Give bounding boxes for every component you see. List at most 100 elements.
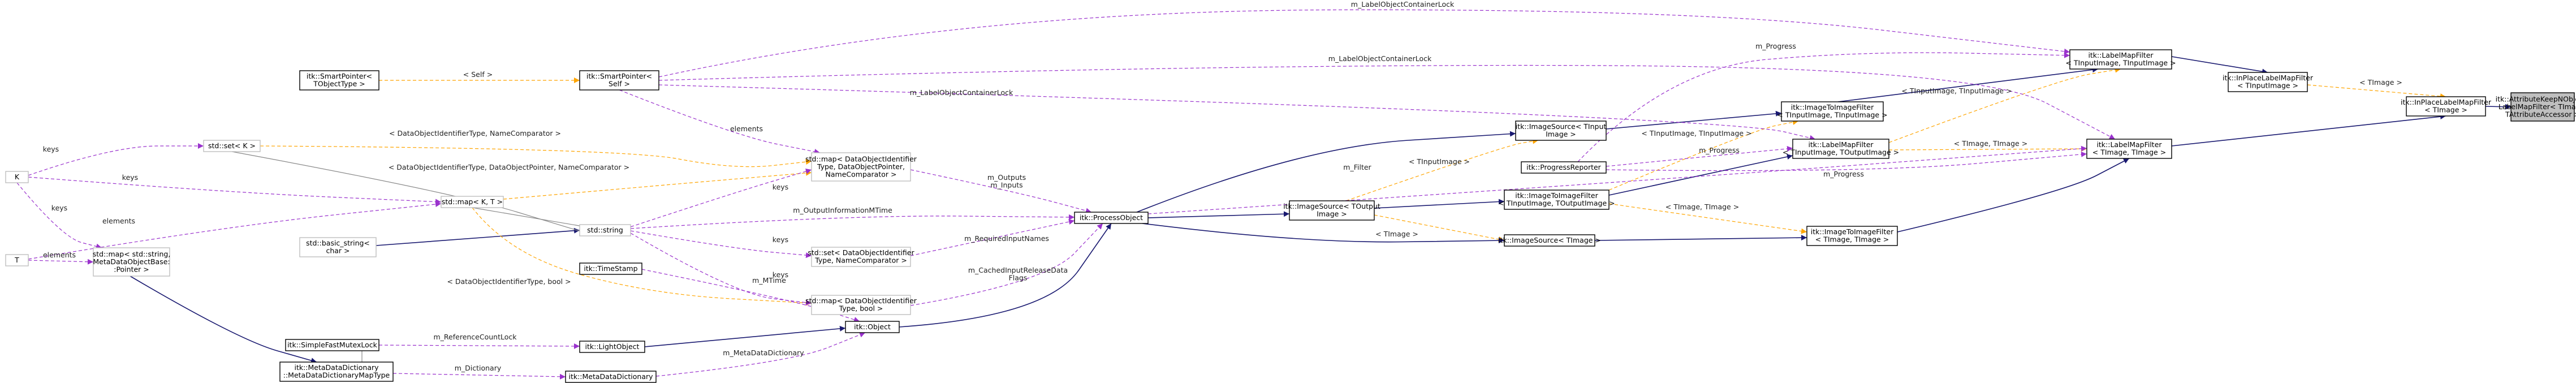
edge-usage-t-to-map_kt bbox=[28, 201, 442, 260]
edge-label: m_Dictionary bbox=[455, 364, 502, 372]
class-node-box bbox=[5, 171, 29, 183]
class-node-label: itk::ImageToImageFilter bbox=[1791, 103, 1874, 111]
edge-usage-map_bool-to-procobj bbox=[910, 223, 1103, 306]
class-node-box bbox=[299, 70, 379, 91]
edge-template-map_kt-to-map_dobj bbox=[503, 170, 812, 200]
class-node-label: Image > bbox=[1317, 210, 1347, 218]
class-node-label: < TImage, TImage > bbox=[1815, 235, 1889, 244]
edge-inherit-procobj-to-is_out bbox=[1147, 211, 1290, 218]
class-node-lmf_t[interactable]: itk::LabelMapFilter< TImage, TImage > bbox=[2086, 139, 2172, 159]
class-node-box bbox=[579, 341, 645, 353]
class-node-label: itk::TimeStamp bbox=[584, 264, 637, 273]
class-node-smartptr_t[interactable]: itk::SmartPointer<TObjectType > bbox=[299, 70, 379, 91]
class-node-itif_inout[interactable]: itk::ImageToImageFilter< TInputImage, TO… bbox=[1498, 190, 1615, 210]
class-node-attr: itk::AttributeKeepNObjectsLabelMapFilter… bbox=[2496, 92, 2576, 122]
class-node-box bbox=[1792, 139, 1889, 159]
class-node-k[interactable]: K bbox=[5, 171, 29, 183]
edge-inherit-lightobj-to-object bbox=[644, 325, 846, 347]
class-node-box bbox=[2228, 72, 2308, 92]
class-node-basic_string[interactable]: std::basic_string<char > bbox=[299, 237, 377, 257]
edge-usage-string-to-set_dobj bbox=[630, 230, 812, 259]
edge-label: elements bbox=[102, 217, 135, 225]
class-node-label: itk::LightObject bbox=[585, 342, 640, 351]
class-node-inplace1[interactable]: itk::InPlaceLabelMapFilter< TInputImage … bbox=[2223, 72, 2314, 92]
class-node-label: MetaDataObjectBase: bbox=[93, 257, 170, 266]
class-node-label: Type, DataObjectPointer, bbox=[817, 162, 905, 171]
class-node-label: ::MetaDataDictionaryMapType bbox=[283, 371, 390, 380]
class-node-label: itk::ImageSource< TOutput bbox=[1283, 202, 1380, 210]
class-node-box bbox=[579, 224, 631, 236]
class-node-map_bool[interactable]: std::map< DataObjectIdentifierType, bool… bbox=[805, 295, 917, 315]
class-node-string[interactable]: std::string bbox=[579, 224, 631, 236]
class-node-object[interactable]: itk::Object bbox=[845, 321, 900, 333]
class-node-set_k[interactable]: std::set< K > bbox=[203, 140, 261, 152]
edge-usage-smartptr_self-to-map_dobj bbox=[619, 89, 821, 154]
class-node-map_kt[interactable]: std::map< K, T > bbox=[441, 196, 504, 208]
edge-label: keys bbox=[51, 204, 67, 212]
class-node-procobj[interactable]: itk::ProcessObject bbox=[1074, 212, 1149, 224]
class-node-box bbox=[285, 339, 379, 351]
class-node-label: itk::SmartPointer< bbox=[586, 72, 652, 80]
class-node-label: itk::ImageToImageFilter bbox=[1811, 227, 1894, 236]
class-node-mdd_map[interactable]: itk::MetaDataDictionary::MetaDataDiction… bbox=[279, 362, 394, 382]
class-node-sfml[interactable]: itk::SimpleFastMutexLock bbox=[285, 339, 379, 351]
class-node-itif_t[interactable]: itk::ImageToImageFilter< TImage, TImage … bbox=[1806, 226, 1898, 246]
edge-usage-k-to-set_k bbox=[28, 143, 204, 176]
class-node-map_dobj[interactable]: std::map< DataObjectIdentifierType, Data… bbox=[805, 152, 917, 182]
edge-label: elements bbox=[43, 251, 76, 259]
edge-label: < TImage > bbox=[1375, 230, 1418, 238]
class-node-label: std::map< std::string, bbox=[93, 249, 171, 258]
class-node-box bbox=[845, 321, 900, 333]
class-node-label: :Pointer > bbox=[114, 265, 149, 273]
class-node-inplace2[interactable]: itk::InPlaceLabelMapFilter< TImage > bbox=[2401, 96, 2492, 117]
edge-label: m_Filter bbox=[1343, 163, 1371, 171]
class-node-itif_in[interactable]: itk::ImageToImageFilter< TInputImage, TI… bbox=[1777, 101, 1888, 122]
class-node-label: itk::ProcessObject bbox=[1080, 213, 1143, 222]
edge-usage-k-to-map_kt bbox=[28, 177, 442, 205]
class-node-t[interactable]: T bbox=[5, 254, 29, 266]
edge-label-layer: < TImage >< TInputImage, TInputImage >< … bbox=[43, 0, 2402, 372]
edge-template-itif_inout-to-itif_t bbox=[1608, 203, 1807, 234]
class-node-label: < TImage > bbox=[2424, 106, 2467, 114]
edge-inherit-object-to-procobj bbox=[899, 223, 1112, 328]
class-node-label: itk::AttributeKeepNObjects bbox=[2496, 94, 2576, 103]
class-node-lightobj[interactable]: itk::LightObject bbox=[579, 341, 645, 353]
class-node-label: char > bbox=[326, 247, 349, 255]
edge-label: m_Progress bbox=[1699, 146, 1740, 154]
class-node-mdd[interactable]: itk::MetaDataDictionary bbox=[565, 371, 657, 383]
class-node-label: itk::ImageToImageFilter bbox=[1515, 191, 1598, 200]
class-node-label: std::set< DataObjectIdentifier bbox=[808, 248, 914, 257]
edge-inherit-itif_t-to-lmf_t bbox=[1897, 158, 2130, 233]
class-node-smartptr_self[interactable]: itk::SmartPointer<Self > bbox=[579, 70, 659, 91]
edge-usage-progrep-to-lmf_t bbox=[1606, 151, 2087, 171]
edge-inherit-itif_in-to-lmf_tin bbox=[1837, 67, 2099, 102]
class-node-is_t[interactable]: itk::ImageSource< TImage > bbox=[1498, 234, 1601, 247]
class-node-set_dobj[interactable]: std::set< DataObjectIdentifierType, Name… bbox=[808, 247, 914, 267]
class-node-lmf_tin[interactable]: itk::LabelMapFilter< TInputImage, TInput… bbox=[2065, 49, 2176, 70]
class-node-box bbox=[279, 362, 394, 382]
edge-template-is_out-to-is_t bbox=[1374, 214, 1505, 242]
edge-label: m_MTime bbox=[752, 276, 786, 285]
class-node-progrep[interactable]: itk::ProgressReporter bbox=[1521, 161, 1607, 174]
class-node-label: Type, bool > bbox=[839, 304, 883, 313]
class-node-is_in[interactable]: itk::ImageSource< TInputImage > bbox=[1515, 121, 1607, 141]
class-node-label: itk::SmartPointer< bbox=[307, 72, 372, 80]
edge-usage-string-to-procobj bbox=[630, 214, 1075, 229]
class-node-timestamp[interactable]: itk::TimeStamp bbox=[579, 262, 642, 275]
class-node-label: itk::InPlaceLabelMapFilter bbox=[2401, 98, 2492, 106]
edge-inherit-lmf_tin-to-inplace1 bbox=[2171, 56, 2268, 75]
class-node-map_mdo[interactable]: std::map< std::string,MetaDataObjectBase… bbox=[93, 247, 171, 277]
edge-usage-smartptr_self-to-lmf_tin bbox=[658, 9, 2070, 78]
class-node-is_out[interactable]: itk::ImageSource< TOutputImage > bbox=[1283, 200, 1380, 221]
edge-label: m_ReferenceCountLock bbox=[434, 333, 517, 341]
class-node-lmf_inout[interactable]: itk::LabelMapFilter< TInputImage, TOutpu… bbox=[1783, 139, 1899, 159]
edge-usage-sfml-to-lightobj bbox=[378, 343, 580, 349]
class-node-box bbox=[1074, 212, 1149, 224]
edge-label: m_Progress bbox=[1823, 170, 1864, 178]
class-node-label: itk::LabelMapFilter bbox=[1808, 140, 1874, 149]
class-node-label: < TInputImage > bbox=[2237, 81, 2298, 90]
edge-inherit-lmf_t-to-inplace2 bbox=[2171, 114, 2446, 147]
